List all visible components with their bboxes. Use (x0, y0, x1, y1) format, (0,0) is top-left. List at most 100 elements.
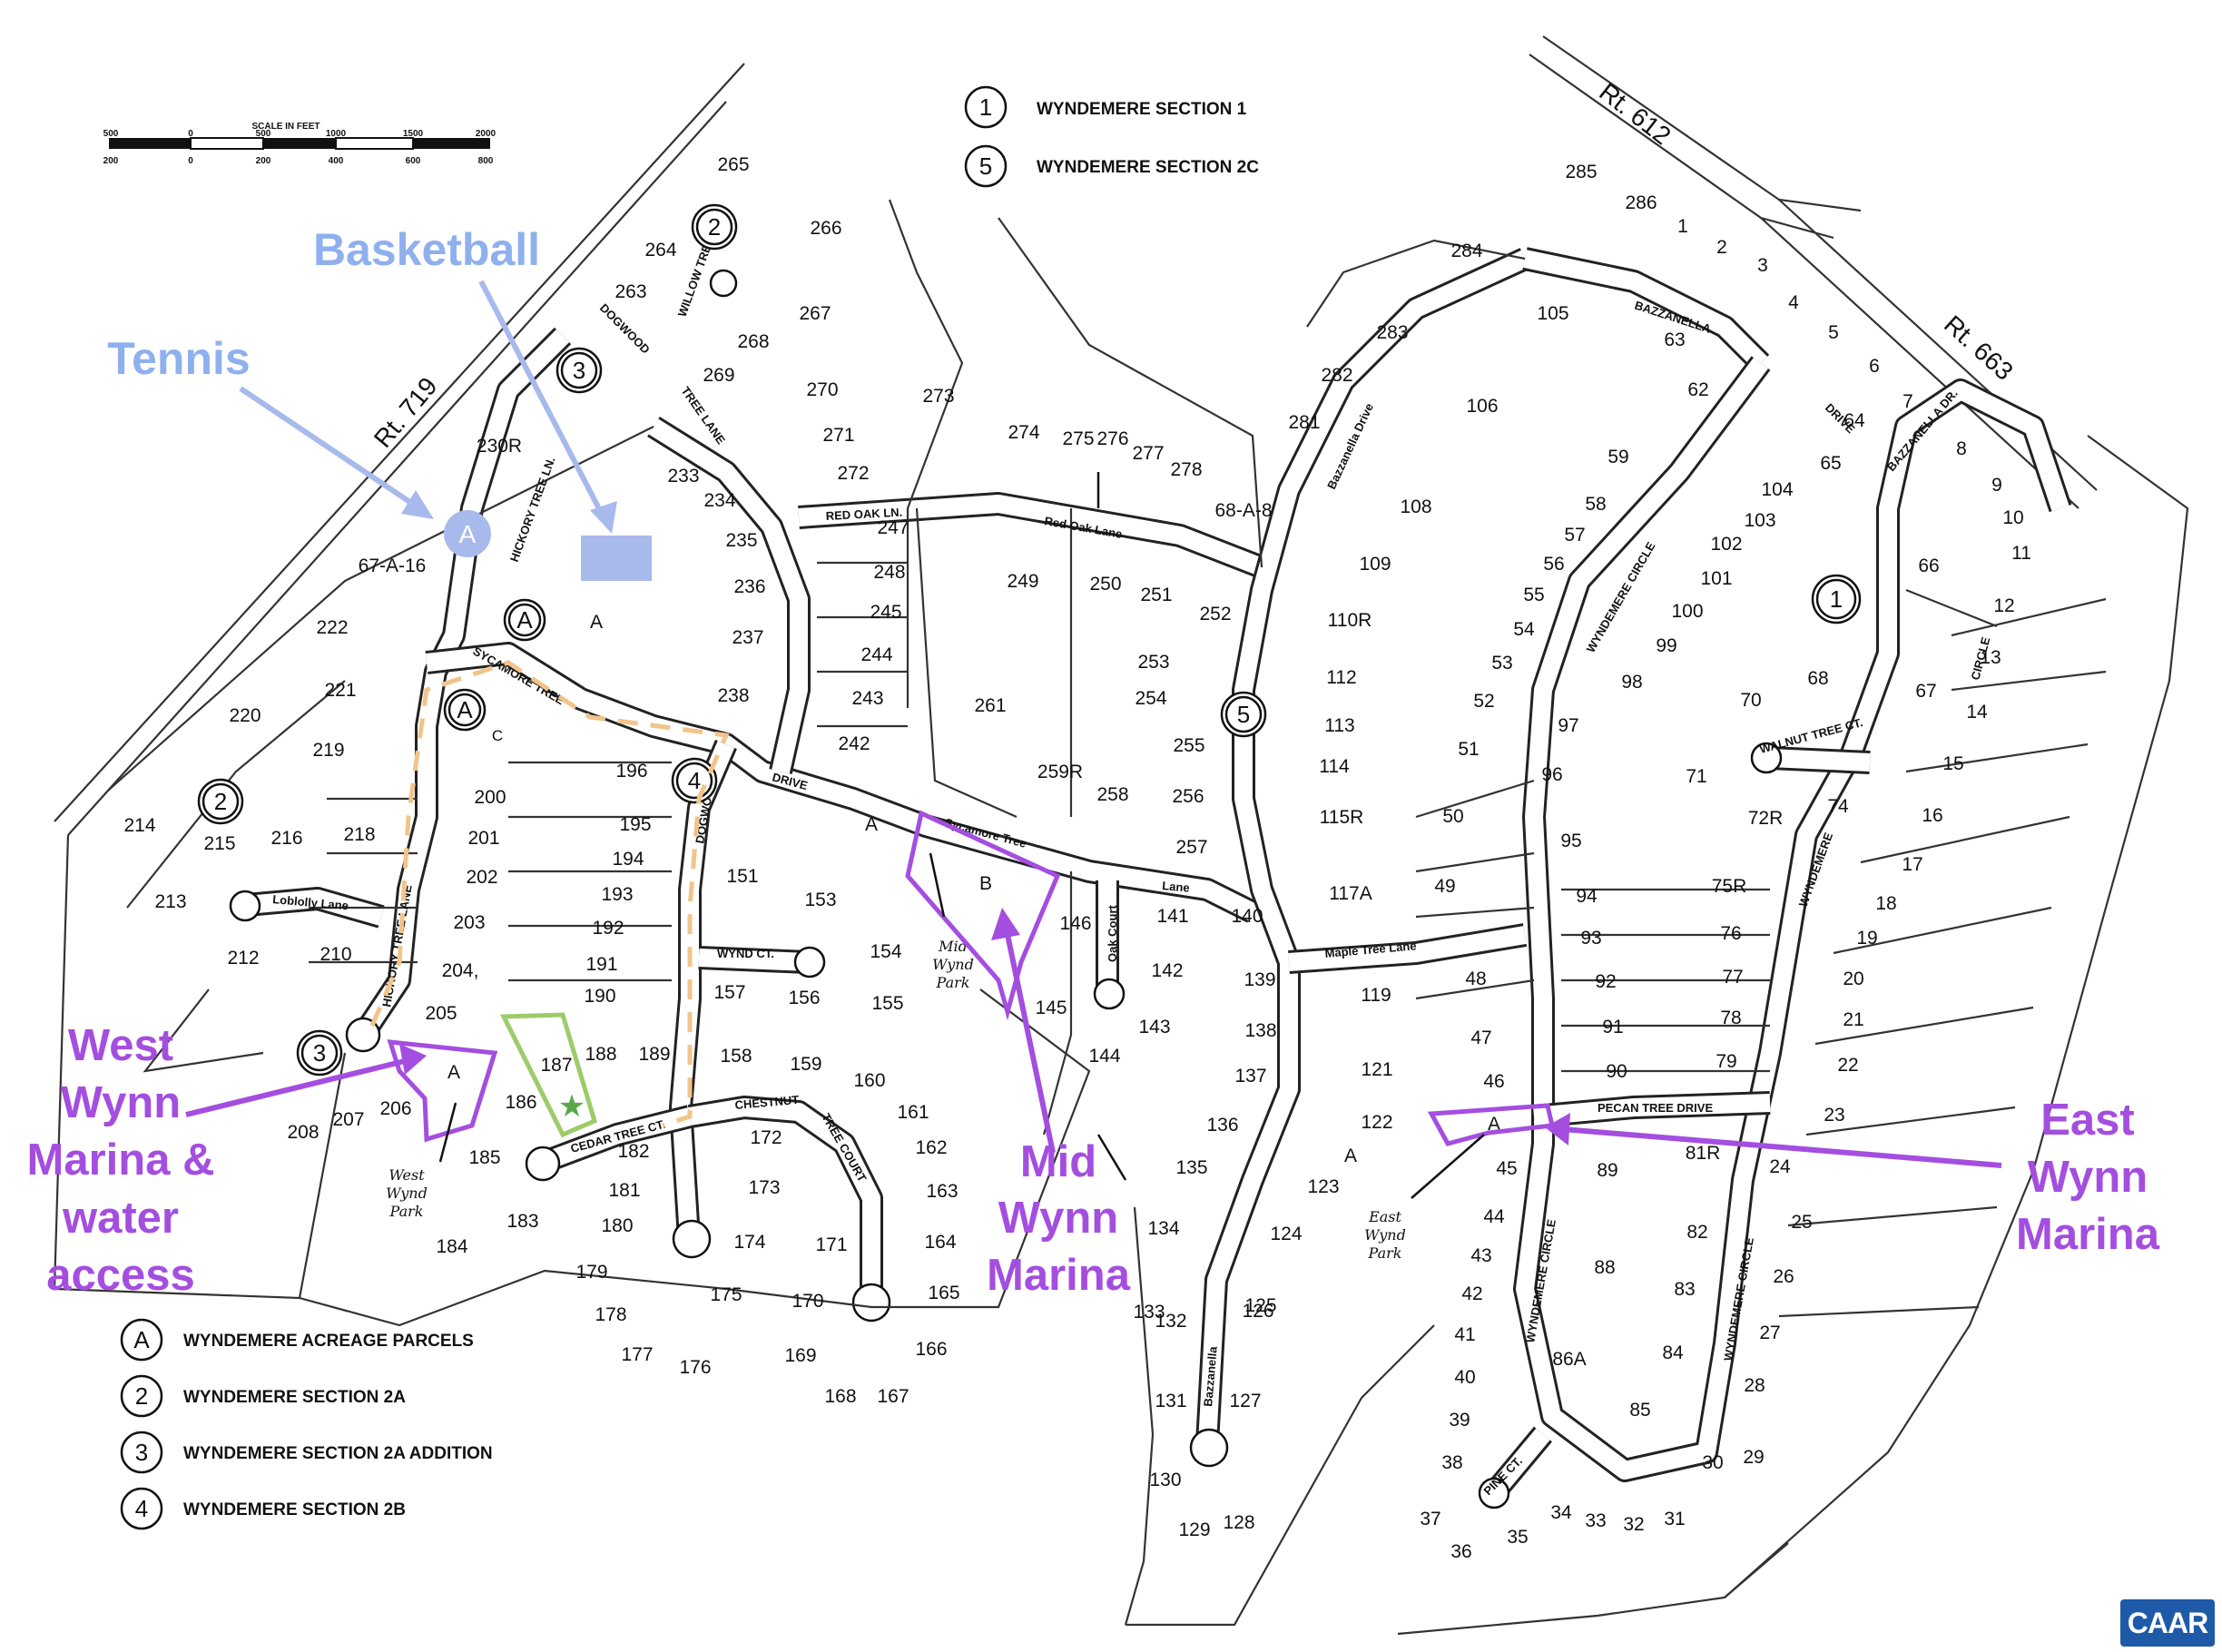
lot-label-180: 180 (601, 1215, 633, 1236)
parcel-b-label: B (979, 873, 992, 894)
mid-marina-arrowhead (991, 908, 1020, 940)
lot-label-230R: 230R (477, 436, 522, 457)
lot-label-182: 182 (617, 1141, 649, 1162)
east-marina-outline (1427, 1103, 1556, 1146)
lot-label-74: 74 (1827, 796, 1849, 817)
lot-label-132: 132 (1155, 1311, 1186, 1332)
lot-label-179: 179 (575, 1262, 607, 1283)
lot-label-243: 243 (851, 688, 883, 709)
lot-label-283: 283 (1376, 322, 1408, 343)
lot-label-19: 19 (1856, 928, 1877, 949)
street-oak-court: Oak Court (1106, 904, 1119, 962)
lot-label-142: 142 (1151, 960, 1183, 981)
lot-label-10: 10 (2002, 507, 2023, 528)
lot-label-160: 160 (853, 1070, 885, 1091)
lot-label-20: 20 (1843, 969, 1863, 989)
lot-label-47: 47 (1470, 1028, 1491, 1048)
lot-label-254: 254 (1135, 688, 1166, 709)
lot-label-275: 275 (1062, 428, 1094, 449)
lot-label-188: 188 (585, 1044, 616, 1065)
lot-label-273: 273 (922, 386, 954, 407)
lot-label-136: 136 (1206, 1115, 1238, 1136)
lot-label-114: 114 (1319, 756, 1350, 777)
section-marker-1: 1 (1811, 574, 1862, 624)
mid-park-arrow-2 (1096, 1134, 1127, 1181)
lot-label-68: 68 (1807, 668, 1828, 689)
lot-label-141: 141 (1156, 906, 1188, 927)
mid-marina-arrow (1003, 925, 1056, 1154)
legend-section-2c-symbol (964, 144, 1008, 188)
lot-label-37: 37 (1420, 1509, 1440, 1529)
lot-label-267: 267 (799, 303, 831, 324)
scale-top-tick-3: 1000 (326, 129, 347, 139)
scale-bar: SCALE IN FEET 500 0 500 1000 1500 2000 2… (103, 122, 497, 166)
lot-label-22: 22 (1837, 1055, 1858, 1076)
tennis-arrowhead (401, 490, 434, 519)
legend-section-2c-label: WYNDEMERE SECTION 2C (1037, 158, 1259, 177)
lot-label-219: 219 (312, 740, 344, 761)
lot-label-201: 201 (467, 828, 499, 849)
lot-label-84: 84 (1662, 1342, 1684, 1363)
street-sycamore-lane: Lane (1162, 879, 1191, 895)
lot-label-157: 157 (713, 982, 745, 1003)
tennis-court-letter: A (459, 520, 477, 548)
east-marina-arrow (1562, 1126, 2002, 1168)
lot-label-208: 208 (287, 1122, 319, 1143)
star-icon: ★ (558, 1089, 585, 1124)
lot-label-77: 77 (1722, 967, 1743, 988)
legend-2a-symbol: 2 (135, 1382, 148, 1410)
lot-label-64: 64 (1843, 410, 1865, 431)
lot-label-50: 50 (1442, 806, 1463, 827)
svg-text:A: A (457, 696, 473, 723)
lot-label-164: 164 (924, 1232, 956, 1253)
lot-label-103: 103 (1744, 510, 1775, 531)
lot-label-284: 284 (1450, 241, 1482, 261)
east-park-arrow (1411, 1134, 1485, 1199)
lot-label-181: 181 (608, 1180, 640, 1201)
lot-label-264: 264 (644, 240, 676, 261)
lot-label-272: 272 (837, 463, 869, 484)
tennis-arrow (239, 386, 421, 511)
lot-label-257: 257 (1175, 837, 1207, 858)
lot-label-71: 71 (1686, 766, 1706, 787)
lot-label-213: 213 (154, 891, 186, 912)
scale-top-tick-4: 1500 (403, 129, 424, 139)
lot-label-34: 34 (1550, 1502, 1572, 1523)
lot-label-41: 41 (1454, 1324, 1475, 1345)
tennis-annotation: Tennis (107, 333, 250, 384)
lot-label-146: 146 (1059, 913, 1091, 934)
legend-2a-addition-symbol: 3 (135, 1439, 148, 1466)
west-marina-annotation-line4: water (62, 1194, 179, 1243)
section-marker-acreage-2: A (443, 688, 487, 732)
lot-label-100: 100 (1671, 601, 1703, 622)
basketball-annotation: Basketball (313, 224, 540, 275)
lot-label-123: 123 (1307, 1176, 1339, 1197)
lot-label-145: 145 (1035, 998, 1067, 1018)
lot-label-117A: 117A (1329, 883, 1372, 904)
lot-label-125: 125 (1244, 1295, 1276, 1316)
parcel-c-label: C (492, 727, 503, 744)
west-marina-annotation-line1: West (68, 1021, 173, 1070)
lot-label-274: 274 (1008, 422, 1039, 443)
lot-label-124: 124 (1270, 1224, 1302, 1244)
lot-label-67: 67 (1915, 681, 1936, 702)
legend-2a-label: WYNDEMERE SECTION 2A (183, 1388, 406, 1407)
lot-label-126: 126 (1242, 1301, 1273, 1322)
svg-text:3: 3 (313, 1039, 326, 1067)
lot-label-253: 253 (1137, 652, 1169, 673)
lot-label-97: 97 (1558, 715, 1578, 736)
lot-label-121: 121 (1361, 1059, 1392, 1080)
section-marker-2a: 2 (691, 203, 738, 251)
lot-label-269: 269 (703, 365, 734, 386)
tennis-court-marker (444, 510, 491, 557)
lot-label-83: 83 (1674, 1279, 1695, 1300)
lot-label-266: 266 (810, 218, 841, 239)
lot-label-29: 29 (1743, 1447, 1764, 1468)
lot-label-70: 70 (1740, 690, 1761, 711)
lot-label-245: 245 (870, 602, 901, 623)
lot-label-235: 235 (725, 530, 757, 551)
lot-label-72R: 72R (1748, 808, 1784, 829)
lot-label-176: 176 (679, 1357, 711, 1378)
legend-2a-addition-label: WYNDEMERE SECTION 2A ADDITION (183, 1444, 493, 1463)
